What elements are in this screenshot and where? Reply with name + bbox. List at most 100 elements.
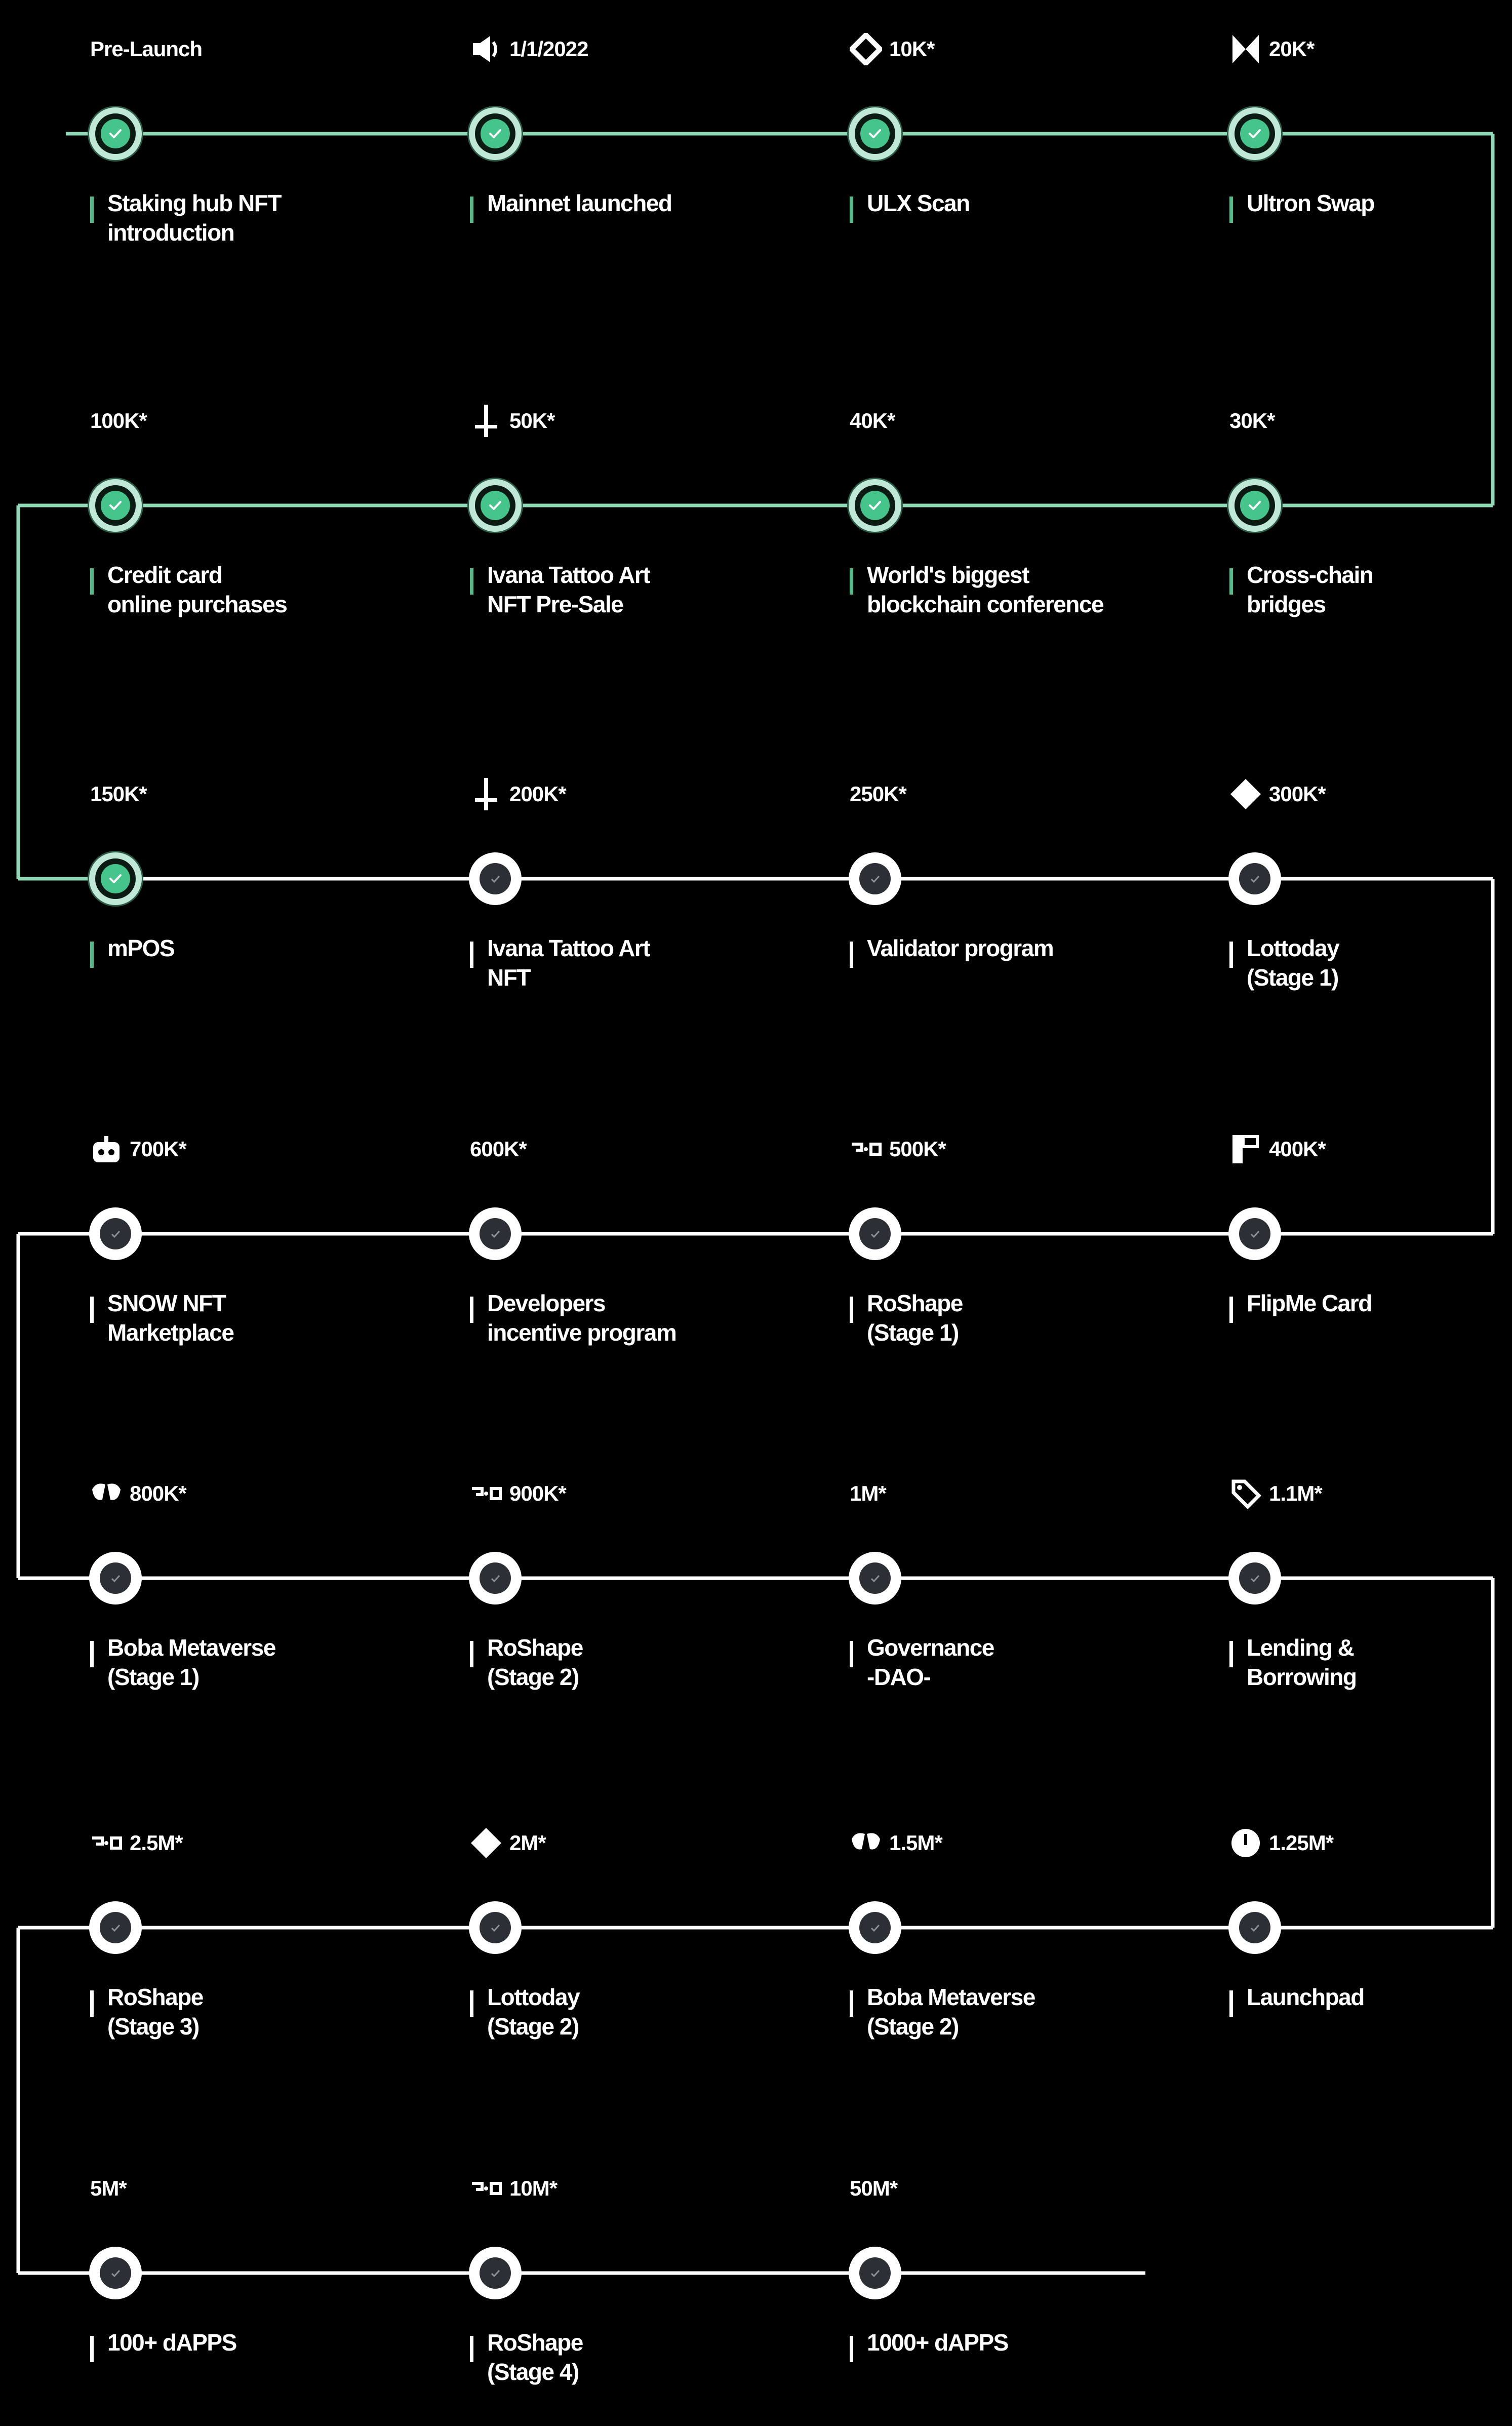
clock-icon — [1229, 1827, 1262, 1859]
label-marker — [470, 1641, 473, 1667]
milestone-target: 400K* — [1269, 1137, 1326, 1161]
milestone-target: 10M* — [509, 2176, 558, 2200]
milestone-target: 50K* — [509, 409, 555, 433]
milestone-label-text: RoShape (Stage 3) — [107, 1984, 204, 2040]
pending-node — [89, 1552, 142, 1605]
milestone-label: Boba Metaverse (Stage 1) — [90, 1633, 276, 1692]
label-marker — [90, 197, 94, 223]
label-marker — [850, 942, 853, 968]
rs-icon — [90, 1827, 123, 1859]
milestone-label-text: Lottoday (Stage 2) — [487, 1984, 580, 2040]
milestone-target: 700K* — [130, 1137, 187, 1161]
milestone-label-text: 100+ dAPPS — [107, 2329, 237, 2356]
label-marker — [470, 1990, 473, 2017]
check-outline-icon — [480, 863, 511, 894]
milestone-header: 20K* — [1229, 31, 1315, 67]
label-marker — [1229, 1297, 1233, 1323]
milestone-label-text: ULX Scan — [867, 190, 970, 216]
pending-node — [849, 2247, 901, 2299]
milestone-header: 5M* — [90, 2171, 127, 2206]
milestone-header: 100K* — [90, 403, 147, 439]
milestone-label: Mainnet launched — [470, 188, 672, 223]
milestone-label: Ivana Tattoo Art NFT Pre-Sale — [470, 560, 651, 619]
label-marker — [90, 2336, 94, 2362]
milestone-header: 700K* — [90, 1131, 187, 1167]
milestone-label: Developers incentive program — [470, 1288, 677, 1347]
milestone-header: 10M* — [470, 2171, 558, 2206]
check-outline-icon — [480, 1218, 511, 1249]
milestone-label: 100+ dAPPS — [90, 2328, 237, 2362]
pending-node — [469, 2247, 522, 2299]
milestone-label: Governance -DAO- — [850, 1633, 994, 1692]
milestone-target: 30K* — [1229, 409, 1275, 433]
tag-icon — [1229, 1477, 1262, 1510]
pending-node — [849, 1207, 901, 1260]
label-marker — [850, 1990, 853, 2017]
rs-icon — [470, 1477, 502, 1510]
check-outline-icon — [480, 1912, 511, 1943]
milestone-target: 600K* — [470, 1137, 527, 1161]
check-outline-icon — [100, 1912, 131, 1943]
milestone-target: 40K* — [850, 409, 895, 433]
checkmark-icon — [860, 491, 890, 520]
milestone-label: ULX Scan — [850, 188, 970, 223]
milestone-label-text: Staking hub NFT introduction — [107, 190, 282, 246]
milestone-label-text: Boba Metaverse (Stage 2) — [867, 1984, 1036, 2040]
milestone-label-text: Cross-chain bridges — [1247, 562, 1374, 617]
milestone-target: 300K* — [1269, 782, 1326, 806]
pending-node — [849, 1552, 901, 1605]
milestone-target: 2M* — [509, 1831, 546, 1855]
diamond-icon — [1229, 778, 1262, 810]
label-marker — [470, 942, 473, 968]
milestone-label-text: Launchpad — [1247, 1984, 1365, 2010]
milestone-header: 1.5M* — [850, 1825, 943, 1861]
milestone-label-text: Mainnet launched — [487, 190, 672, 216]
milestone-header: 2.5M* — [90, 1825, 183, 1861]
check-outline-icon — [859, 1218, 891, 1249]
speaker-icon — [470, 33, 502, 65]
check-outline-icon — [859, 863, 891, 894]
milestone-header: 600K* — [470, 1131, 527, 1167]
diamond-outline-icon — [850, 33, 882, 65]
milestone-target: 800K* — [130, 1481, 187, 1505]
check-outline-icon — [100, 1562, 131, 1594]
milestone-label-text: Credit card online purchases — [107, 562, 288, 617]
milestone-label: RoShape (Stage 2) — [470, 1633, 583, 1692]
pending-node — [89, 2247, 142, 2299]
label-marker — [1229, 1990, 1233, 2017]
checkmark-icon — [860, 119, 890, 148]
completed-node — [849, 107, 901, 160]
checkmark-icon — [1240, 491, 1269, 520]
checkmark-icon — [101, 864, 130, 893]
fp-icon — [1229, 1133, 1262, 1165]
milestone-label-text: Lottoday (Stage 1) — [1247, 935, 1340, 991]
pending-node — [469, 852, 522, 905]
milestone-label: Lottoday (Stage 1) — [1229, 933, 1340, 992]
completed-node — [89, 852, 142, 905]
milestone-label: 1000+ dAPPS — [850, 2328, 1009, 2362]
label-marker — [1229, 1641, 1233, 1667]
completed-node — [469, 107, 522, 160]
label-marker — [90, 1990, 94, 2017]
milestone-header: 10K* — [850, 31, 935, 67]
check-outline-icon — [1239, 1562, 1270, 1594]
milestone-target: 1.5M* — [889, 1831, 943, 1855]
checkmark-icon — [481, 119, 510, 148]
milestone-label-text: SNOW NFT Marketplace — [107, 1290, 234, 1346]
milestone-header: 40K* — [850, 403, 895, 439]
label-marker — [90, 1297, 94, 1323]
pending-node — [89, 1207, 142, 1260]
vr-icon — [850, 1827, 882, 1859]
rs-icon — [470, 2172, 502, 2205]
milestone-header: 30K* — [1229, 403, 1275, 439]
label-marker — [850, 568, 853, 595]
milestone-label: Boba Metaverse (Stage 2) — [850, 1982, 1036, 2041]
label-marker — [470, 568, 473, 595]
milestone-header: 250K* — [850, 776, 907, 812]
check-outline-icon — [859, 1912, 891, 1943]
robot-icon — [90, 1133, 123, 1165]
check-outline-icon — [859, 2257, 891, 2289]
milestone-label: mPOS — [90, 933, 175, 968]
milestone-header: 2M* — [470, 1825, 546, 1861]
